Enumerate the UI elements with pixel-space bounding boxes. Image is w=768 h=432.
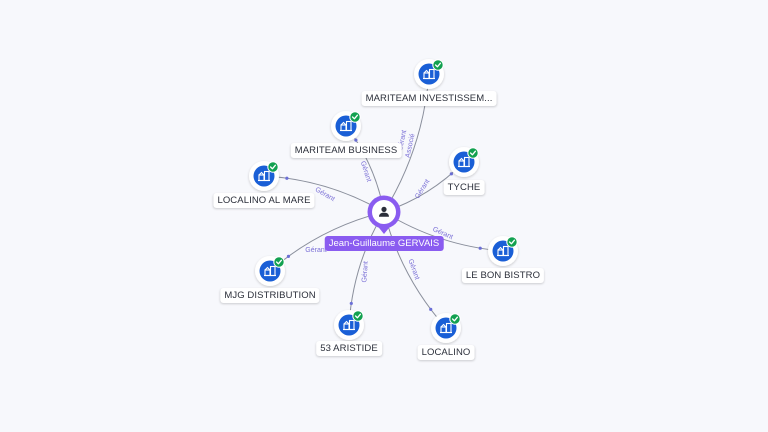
node-label-mariteam-business[interactable]: MARITEAM BUSINESS — [290, 143, 402, 158]
company-icon — [343, 319, 355, 331]
company-icon — [258, 170, 270, 182]
edge-arrow — [429, 307, 433, 311]
node-label-localino-al-mare[interactable]: LOCALINO AL MARE — [213, 193, 315, 208]
company-node-53-aristide[interactable] — [334, 310, 364, 340]
check-icon — [273, 256, 285, 268]
check-icon — [506, 236, 518, 248]
person-label[interactable]: Jean-Guillaume GERVAIS — [324, 236, 444, 251]
company-node-mjg-distribution[interactable] — [255, 256, 285, 286]
check-icon — [352, 310, 364, 322]
person-icon — [379, 206, 389, 217]
check-icon — [432, 59, 444, 71]
edge-arrow — [449, 172, 453, 176]
company-icon — [440, 322, 452, 334]
edge-label: Gérant — [406, 258, 420, 281]
person-badge — [372, 200, 396, 224]
node-label-53-aristide[interactable]: 53 ARISTIDE — [316, 341, 382, 356]
check-icon — [349, 111, 361, 123]
node-label-mariteam-investissem[interactable]: MARITEAM INVESTISSEM... — [361, 91, 497, 106]
company-node-mariteam-investissem[interactable] — [414, 59, 444, 89]
edge-label: Gérant — [359, 160, 372, 183]
check-icon — [449, 313, 461, 325]
edge-arrow — [354, 138, 358, 142]
edge-arrow — [285, 176, 289, 180]
edge-label: Associé — [405, 133, 417, 159]
company-node-mariteam-business[interactable] — [331, 111, 361, 141]
edge-label: Gérant — [414, 178, 431, 200]
edge-label: Gérant — [397, 129, 408, 151]
edge-arrow — [478, 246, 482, 250]
edge-label: Gérant — [361, 261, 369, 283]
company-node-localino-al-mare[interactable] — [249, 161, 279, 191]
company-node-le-bon-bistro[interactable] — [488, 236, 518, 266]
company-icon — [264, 265, 276, 277]
node-label-mjg-distribution[interactable]: MJG DISTRIBUTION — [220, 288, 320, 303]
company-icon — [423, 68, 435, 80]
node-label-le-bon-bistro[interactable]: LE BON BISTRO — [461, 268, 545, 283]
edge-arrow — [349, 301, 353, 306]
check-icon — [267, 161, 279, 173]
node-label-localino[interactable]: LOCALINO — [417, 345, 475, 360]
nodes — [249, 59, 518, 343]
edge-label: Gérant — [305, 247, 326, 254]
company-icon — [497, 245, 509, 257]
check-icon — [467, 147, 479, 159]
edge-arrow — [286, 254, 291, 258]
company-node-tyche[interactable] — [449, 147, 479, 177]
company-node-localino[interactable] — [431, 313, 461, 343]
node-label-tyche[interactable]: TYCHE — [443, 180, 485, 195]
company-icon — [458, 156, 470, 168]
person-node-center[interactable] — [367, 195, 401, 235]
company-icon — [340, 120, 352, 132]
